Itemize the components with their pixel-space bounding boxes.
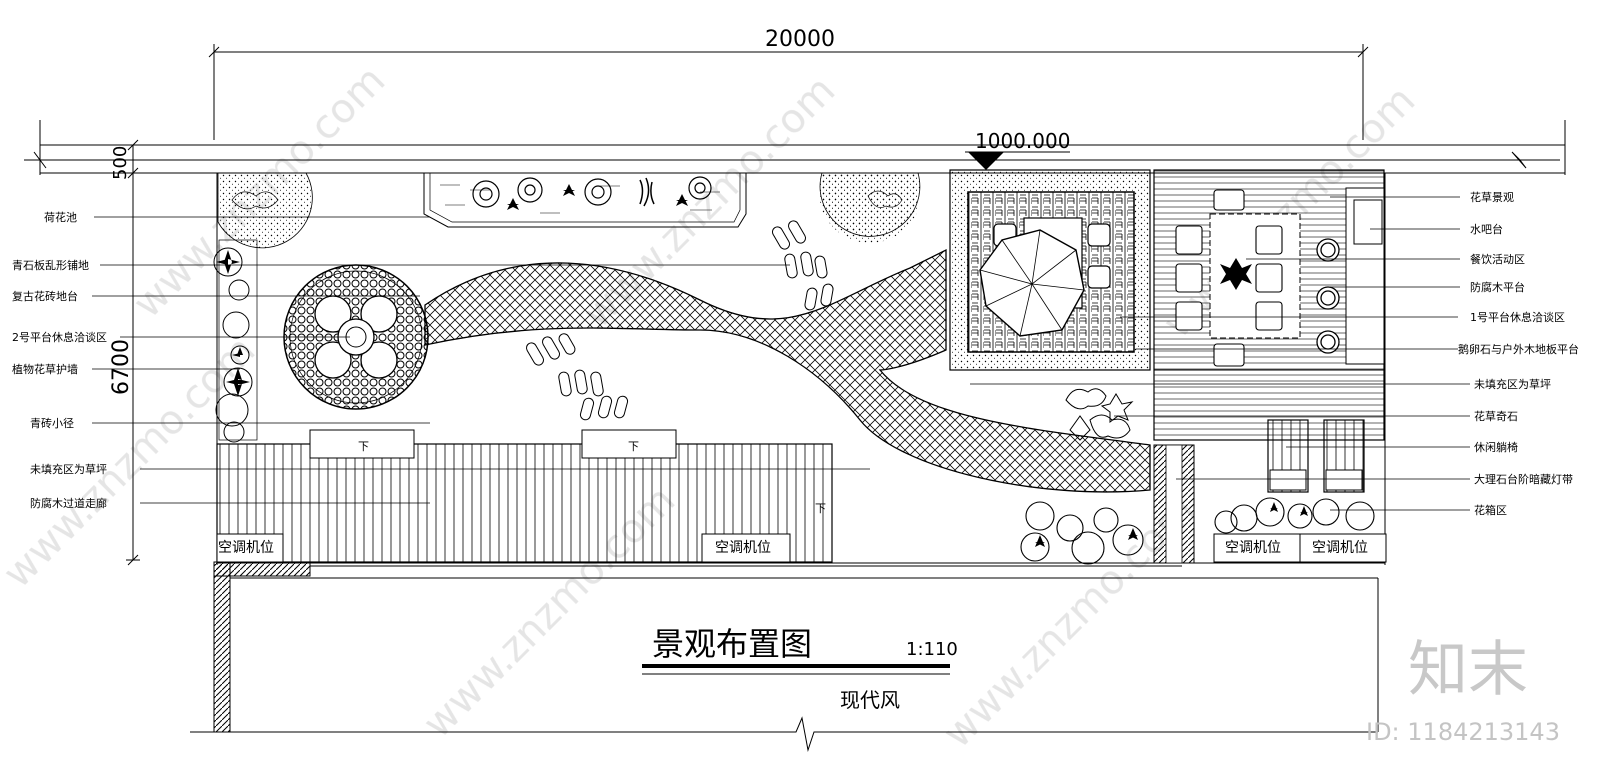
watermark-brand: 知末 bbox=[1408, 635, 1528, 705]
label-vintage-tile-platform: 复古花砖地台 bbox=[12, 289, 78, 303]
ac-unit-1: 空调机位 bbox=[218, 540, 274, 556]
stair-mark-1: 下 bbox=[358, 440, 369, 453]
label-platform-2: 2号平台休息洽谈区 bbox=[12, 330, 107, 344]
label-flower-rocks: 花草奇石 bbox=[1474, 410, 1518, 423]
dimension-width: 20000 bbox=[208, 27, 1369, 140]
drawing-style: 现代风 bbox=[840, 688, 900, 712]
label-dining-area: 餐饮活动区 bbox=[1470, 252, 1525, 266]
flower-rocks bbox=[1065, 388, 1134, 441]
label-lawn-left: 未填充区为草坪 bbox=[30, 462, 107, 476]
winding-brick-path bbox=[424, 248, 1151, 493]
elevation-value: 1000.000 bbox=[975, 129, 1070, 153]
stair-mark-2: 下 bbox=[628, 440, 639, 453]
drawing-scale: 1:110 bbox=[906, 639, 958, 660]
tree-top-left bbox=[217, 172, 313, 249]
label-wood-platform: 防腐木平台 bbox=[1470, 280, 1525, 294]
labels-right: 花草景观 水吧台 餐饮活动区 防腐木平台 1号平台休息洽谈区 鹅卵石与户外木地板… bbox=[1458, 191, 1579, 517]
label-pebble-deck: 鹅卵石与户外木地板平台 bbox=[1458, 342, 1579, 356]
ac-unit-2: 空调机位 bbox=[715, 540, 771, 556]
label-bluestone-paving: 青石板乱形铺地 bbox=[12, 258, 89, 272]
leader-lines bbox=[92, 196, 1470, 511]
stepping-stones bbox=[526, 220, 834, 421]
label-water-bar: 水吧台 bbox=[1470, 222, 1503, 236]
label-lounge-chairs: 休闲躺椅 bbox=[1474, 440, 1518, 454]
label-lawn-right: 未填充区为草坪 bbox=[1474, 377, 1551, 391]
ac-units: 空调机位 空调机位 空调机位 空调机位 bbox=[218, 533, 1387, 563]
drawing-title: 景观布置图 bbox=[652, 625, 812, 663]
elevation-marker: 1000.000 bbox=[965, 129, 1070, 170]
marble-steps bbox=[1153, 444, 1195, 564]
building-outline bbox=[190, 561, 1379, 752]
stair-mark-3: 下 bbox=[815, 502, 826, 515]
dimension-width-value: 20000 bbox=[765, 27, 835, 52]
label-platform-1: 1号平台休息洽谈区 bbox=[1470, 310, 1565, 324]
dimension-top-value: 500 bbox=[110, 146, 131, 180]
round-platform bbox=[283, 264, 429, 410]
wood-deck-right bbox=[1153, 169, 1385, 441]
ac-unit-3: 空调机位 bbox=[1225, 540, 1281, 556]
label-brick-path: 青砖小径 bbox=[30, 416, 74, 430]
label-wood-corridor: 防腐木过道走廊 bbox=[30, 496, 107, 510]
platform-1 bbox=[949, 169, 1151, 371]
lounge-chairs bbox=[1267, 419, 1365, 493]
dimension-height: 500 6700 bbox=[109, 139, 140, 566]
watermark-id: ID: 1184213143 bbox=[1366, 718, 1560, 746]
label-plant-wall: 植物花草护墙 bbox=[12, 362, 78, 376]
brand-watermark: 知末 ID: 1184213143 bbox=[1366, 635, 1560, 746]
tree-top-center bbox=[818, 172, 921, 243]
label-flower-landscape: 花草景观 bbox=[1470, 191, 1514, 204]
label-flower-boxes: 花箱区 bbox=[1474, 503, 1507, 517]
title-block: 景观布置图 1:110 现代风 bbox=[642, 625, 958, 712]
label-lotus-pond: 荷花池 bbox=[44, 211, 77, 224]
labels-left: 荷花池 青石板乱形铺地 复古花砖地台 2号平台休息洽谈区 植物花草护墙 青砖小径… bbox=[12, 211, 107, 510]
flower-box-area bbox=[1020, 497, 1375, 565]
ac-unit-4: 空调机位 bbox=[1312, 540, 1368, 556]
label-marble-steps: 大理石台阶暗藏灯带 bbox=[1474, 472, 1573, 486]
lotus-pond bbox=[423, 173, 747, 228]
dimension-height-value: 6700 bbox=[109, 339, 134, 395]
plant-wall-left bbox=[213, 239, 258, 443]
